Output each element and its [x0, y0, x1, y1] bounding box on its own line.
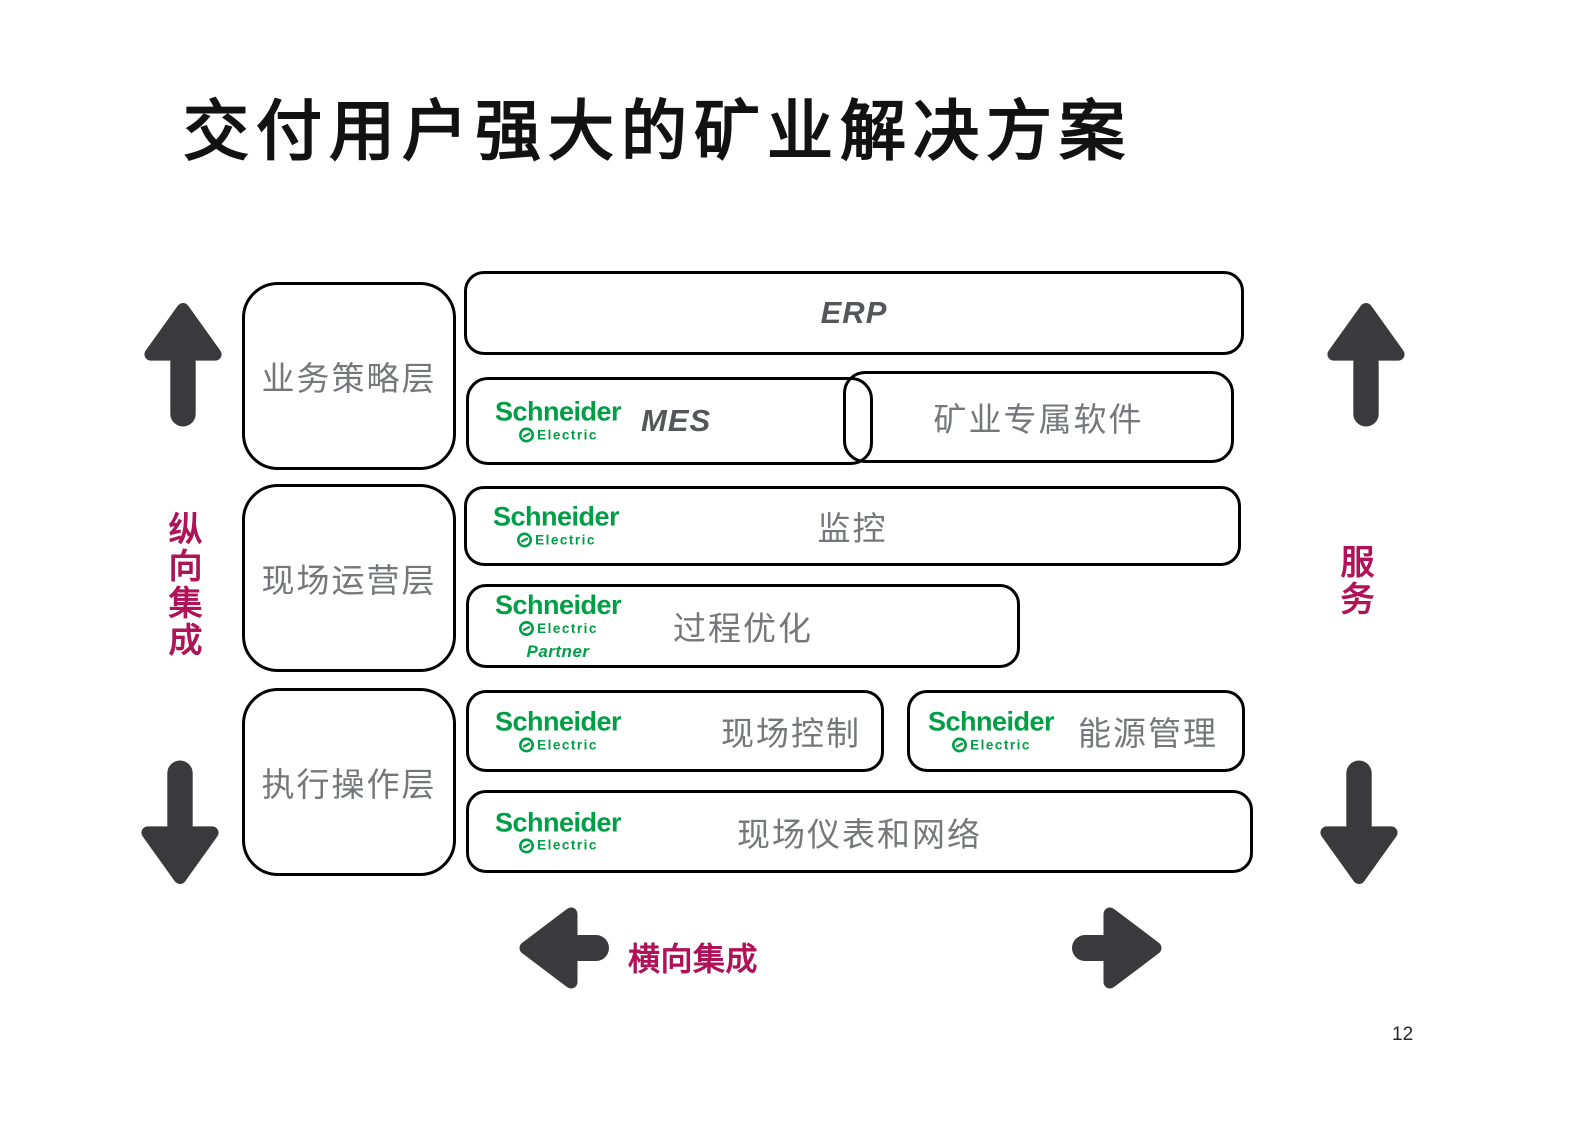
schneider-logo-sub: Electric — [485, 427, 631, 444]
schneider-symbol-icon — [518, 837, 535, 854]
mes-label: MES — [641, 403, 712, 438]
schneider-logo-name: Schneider — [494, 807, 622, 837]
schneider-symbol-icon — [518, 427, 535, 444]
schneider-symbol-icon — [516, 532, 533, 549]
left-arrow-icon — [516, 903, 614, 993]
schneider-logo-sub: Electric — [485, 737, 631, 754]
horizontal-integration-label: 横向集成 — [628, 941, 759, 977]
schneider-symbol-icon — [518, 620, 535, 637]
field-control-label: 现场控制 — [721, 715, 861, 752]
schneider-partner-label: Partner — [526, 642, 590, 661]
schneider-logo-electric: Electric — [537, 620, 598, 636]
schneider-electric-partner-logo: Schneider Electric Partner — [485, 590, 631, 661]
schneider-electric-logo: Schneider Electric — [483, 501, 629, 549]
schneider-logo-sub: Electric — [485, 837, 631, 854]
schneider-logo-name: Schneider — [494, 590, 622, 620]
erp-box: ERP — [464, 271, 1244, 355]
schneider-electric-logo: Schneider Electric — [485, 809, 631, 854]
schneider-logo-sub: Electric — [485, 620, 631, 637]
schneider-logo-electric: Electric — [535, 532, 596, 548]
schneider-logo-electric: Electric — [537, 737, 598, 753]
layer-label: 执行操作层 — [261, 766, 437, 803]
schneider-electric-logo: Schneider Electric — [485, 396, 631, 444]
down-arrow-icon — [139, 755, 221, 887]
schneider-electric-logo: Schneider Electric — [485, 706, 631, 754]
schneider-symbol-icon — [518, 737, 535, 754]
energy-management-label: 能源管理 — [1078, 715, 1218, 752]
schneider-logo-name: Schneider — [927, 706, 1055, 737]
mes-box: Schneider Electric MES — [466, 377, 873, 465]
service-label: 服务 — [1335, 544, 1373, 618]
layer-label: 现场运营层 — [261, 562, 437, 599]
up-arrow-icon — [1325, 300, 1407, 432]
schneider-logo-name: Schneider — [492, 501, 620, 532]
field-instruments-network-label: 现场仪表和网络 — [737, 815, 982, 853]
field-control-box: Schneider Electric 现场控制 — [466, 690, 884, 772]
schneider-logo-name: Schneider — [494, 706, 622, 737]
up-arrow-icon — [142, 300, 224, 432]
process-optimization-box: Schneider Electric Partner 过程优化 — [466, 584, 1020, 668]
monitoring-box: Schneider Electric 监控 — [464, 486, 1241, 566]
layer-box-site-operations: 现场运营层 — [242, 484, 456, 672]
schneider-logo-electric: Electric — [537, 427, 598, 443]
energy-management-box: Schneider Electric 能源管理 — [907, 690, 1245, 772]
layer-box-business-strategy: 业务策略层 — [242, 282, 456, 470]
schneider-logo-electric: Electric — [970, 737, 1031, 753]
schneider-logo-name: Schneider — [494, 396, 622, 427]
page-title: 交付用户强大的矿业解决方案 — [183, 94, 1132, 168]
down-arrow-icon — [1318, 755, 1400, 887]
right-arrow-icon — [1067, 903, 1165, 993]
schneider-logo-sub: Electric — [918, 737, 1064, 754]
process-optimization-label: 过程优化 — [673, 610, 813, 647]
vertical-integration-label: 纵向集成 — [163, 511, 201, 659]
schneider-logo-electric: Electric — [537, 837, 598, 853]
mining-software-box: 矿业专属软件 — [843, 371, 1234, 463]
schneider-logo-sub: Electric — [483, 532, 629, 549]
layer-box-execution-operation: 执行操作层 — [242, 688, 456, 876]
erp-label: ERP — [820, 295, 888, 330]
layer-label: 业务策略层 — [261, 360, 437, 397]
schneider-electric-logo: Schneider Electric — [918, 706, 1064, 754]
field-instruments-network-box: Schneider Electric 现场仪表和网络 — [466, 790, 1253, 873]
mining-software-label: 矿业专属软件 — [933, 401, 1144, 438]
monitoring-label: 监控 — [817, 510, 888, 547]
page-number: 12 — [1392, 1024, 1414, 1045]
schneider-symbol-icon — [951, 737, 968, 754]
